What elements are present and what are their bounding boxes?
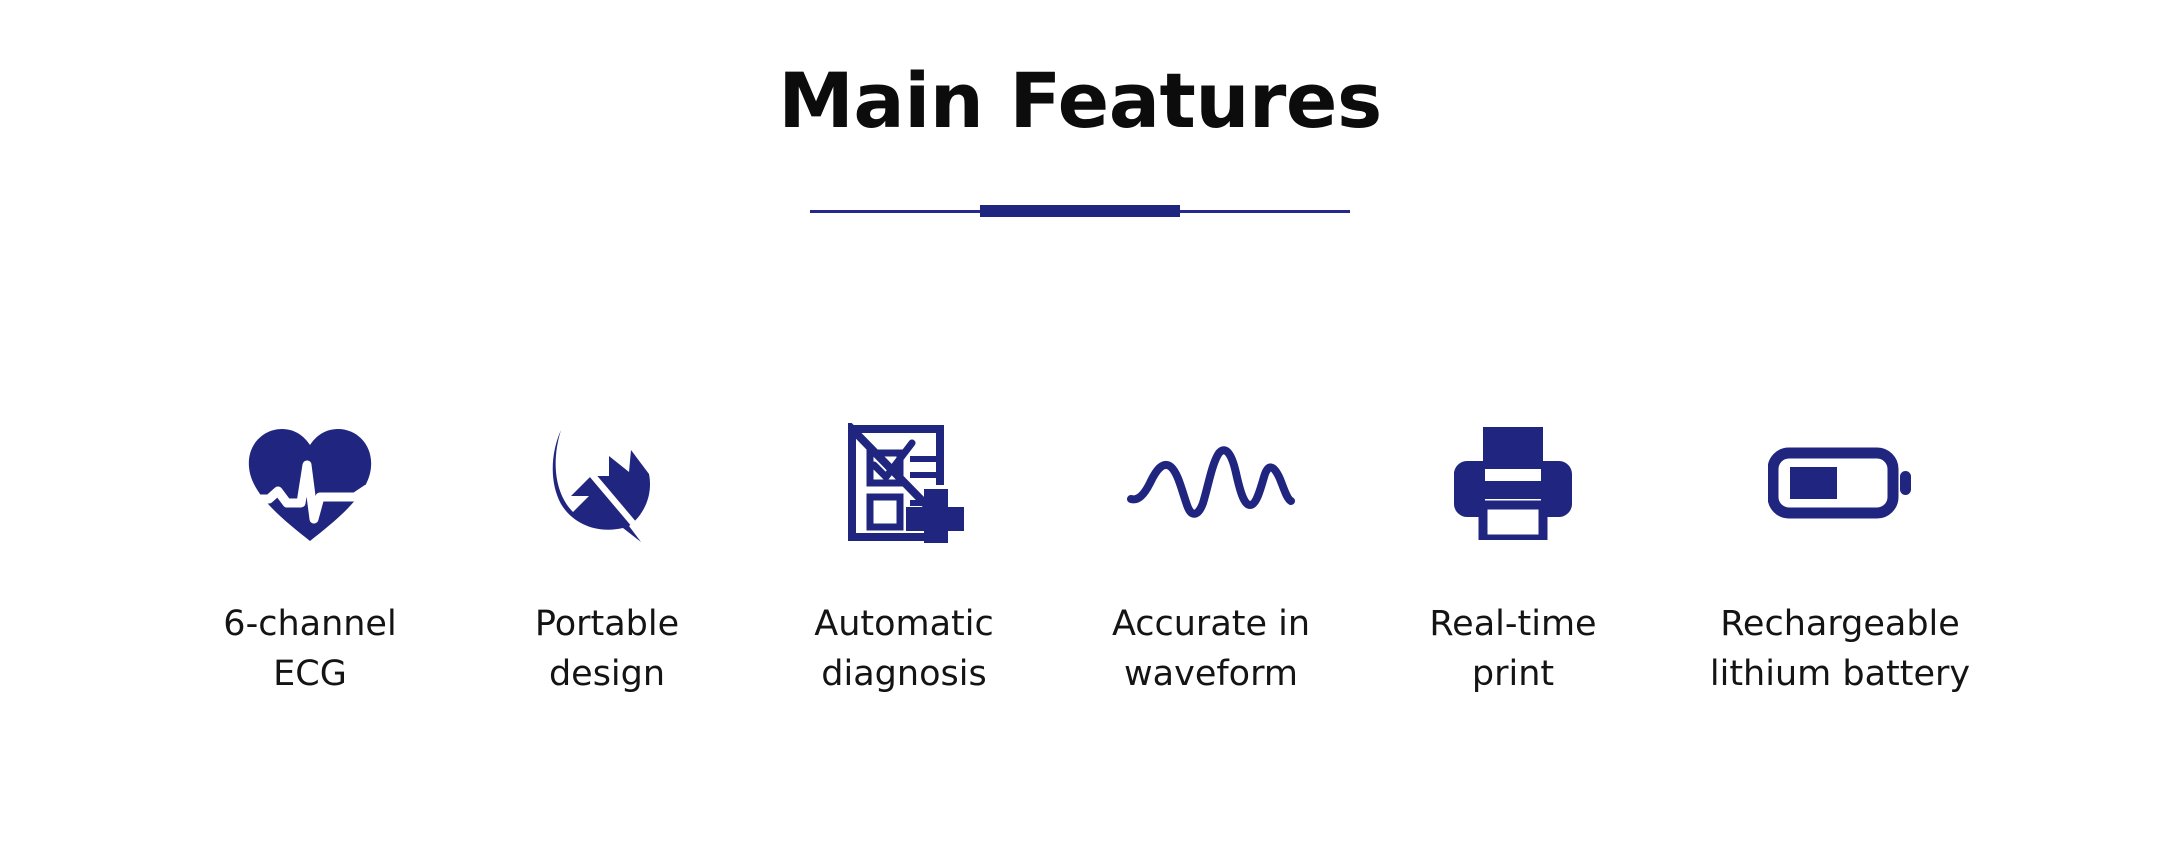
feature-item-portable-design[interactable]: Portable design — [482, 415, 732, 699]
feature-item-automatic-diagnosis[interactable]: Automatic diagnosis — [774, 415, 1034, 699]
printer-icon — [1453, 415, 1573, 550]
battery-icon — [1767, 415, 1913, 550]
feature-label: Automatic diagnosis — [814, 604, 994, 694]
feather-icon — [545, 415, 670, 550]
section-divider — [810, 205, 1350, 219]
feature-label: Real-time print — [1429, 604, 1597, 694]
feature-item-accurate-waveform[interactable]: Accurate in waveform — [1076, 415, 1346, 699]
features-row: 6-channel ECG Portable design — [180, 415, 2000, 699]
feature-label: Portable design — [534, 604, 680, 694]
feature-label: 6-channel ECG — [223, 604, 397, 694]
clipboard-checklist-medical-icon — [844, 415, 964, 550]
divider-center-bar — [980, 205, 1180, 217]
heading-block: Main Features — [0, 58, 2160, 143]
feature-label: Accurate in waveform — [1111, 604, 1311, 694]
feature-item-rechargeable-battery[interactable]: Rechargeable lithium battery — [1680, 415, 2000, 699]
heart-pulse-icon — [245, 415, 375, 550]
feature-label: Rechargeable lithium battery — [1709, 604, 1971, 694]
page-title: Main Features — [778, 56, 1382, 145]
waveform-icon — [1126, 415, 1296, 550]
feature-item-real-time-print[interactable]: Real-time print — [1388, 415, 1638, 699]
feature-item-6-channel-ecg[interactable]: 6-channel ECG — [180, 415, 440, 699]
